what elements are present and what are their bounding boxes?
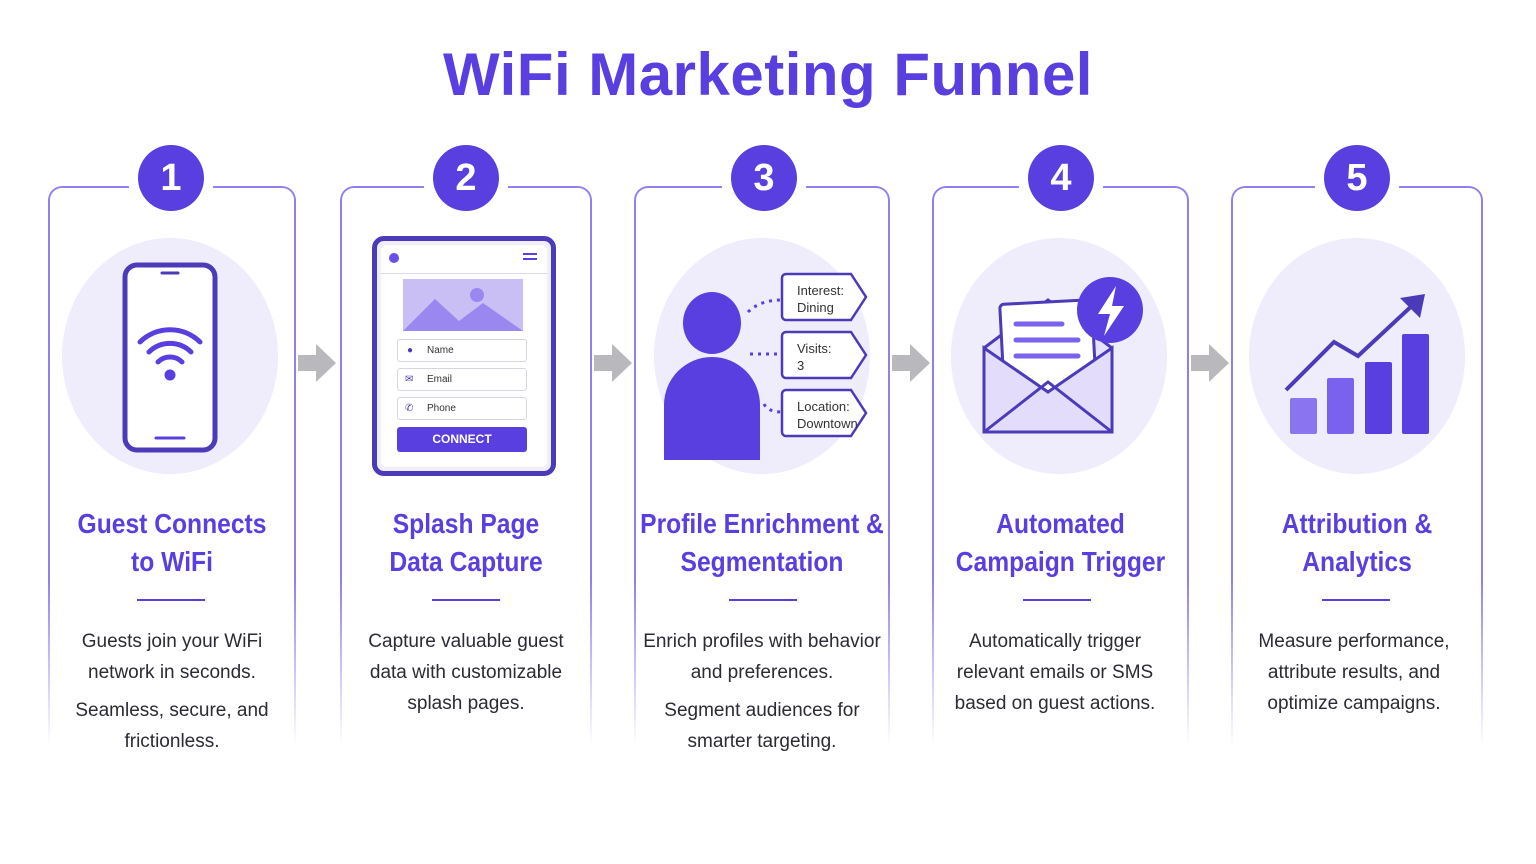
arrow-right-icon — [298, 344, 336, 382]
divider — [1322, 599, 1390, 601]
user-icon: ● — [407, 345, 414, 356]
envelope-lightning-icon — [982, 277, 1143, 434]
step-description-1: Guests join your WiFi network in seconds… — [75, 631, 269, 752]
step-description-3: Enrich profiles with behavior and prefer… — [643, 631, 881, 752]
phone-field[interactable]: ✆Phone — [397, 397, 527, 420]
divider — [432, 599, 500, 601]
step-description-2: Capture valuable guest data with customi… — [368, 631, 564, 714]
splash-page-form-icon: ●Name ✉Email ✆Phone CONNECT — [372, 236, 556, 476]
step-number-4: 4 — [1028, 145, 1094, 211]
user-profile-icon — [664, 272, 868, 460]
divider — [1023, 599, 1091, 601]
tag-location: Location:Downtown — [797, 399, 858, 431]
step-title-5: Attribution &Analytics — [1281, 508, 1433, 577]
smartphone-wifi-icon — [122, 262, 218, 453]
step-number-1: 1 — [138, 145, 204, 211]
envelope-icon: ✉ — [405, 374, 414, 385]
arrow-right-icon — [594, 344, 632, 382]
name-field[interactable]: ●Name — [397, 339, 527, 362]
divider — [137, 599, 205, 601]
tag-visits: Visits:3 — [797, 341, 832, 373]
phone-icon: ✆ — [405, 403, 414, 414]
step-number-5: 5 — [1324, 145, 1390, 211]
arrow-right-icon — [892, 344, 930, 382]
tag-interest: Interest:Dining — [797, 283, 844, 315]
connect-button[interactable]: CONNECT — [397, 427, 527, 452]
divider — [729, 599, 797, 601]
bar-chart-growth-icon — [1284, 294, 1429, 434]
step-title-3: Profile Enrichment &Segmentation — [640, 508, 884, 577]
step-description-5: Measure performance, attribute results, … — [1258, 631, 1450, 714]
image-placeholder-icon — [403, 279, 523, 331]
step-description-4: Automatically trigger relevant emails or… — [954, 631, 1156, 714]
step-number-3: 3 — [731, 145, 797, 211]
page-title: WiFi Marketing Funnel — [443, 41, 1093, 108]
step-number-2: 2 — [433, 145, 499, 211]
arrow-right-icon — [1191, 344, 1229, 382]
email-field[interactable]: ✉Email — [397, 368, 527, 391]
